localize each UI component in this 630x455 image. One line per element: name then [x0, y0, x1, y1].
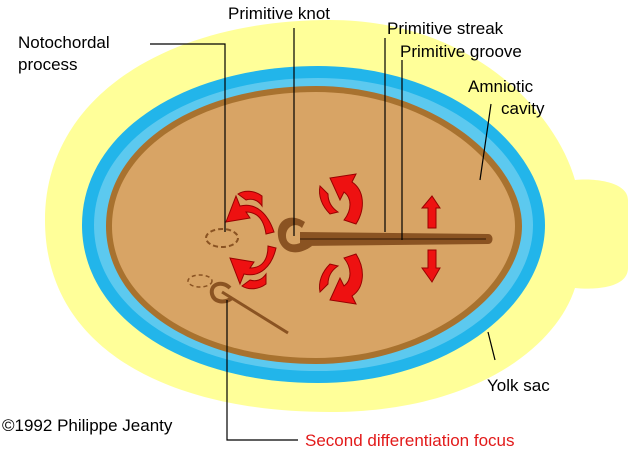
second-knot [209, 281, 234, 304]
label-amniotic-line1: Amniotic [468, 77, 534, 96]
leader-yolk-sac [487, 331, 496, 361]
label-yolk-sac: Yolk sac [487, 376, 550, 395]
notochordal-process-shape [205, 228, 239, 248]
label-notochordal-line1: Notochordal [18, 33, 110, 52]
label-amniotic-line2: cavity [501, 99, 545, 118]
leader-lines [150, 28, 496, 441]
second-streak [221, 290, 289, 335]
arrow-upper-middle-2 [319, 184, 340, 215]
arrow-lower-right [421, 249, 441, 283]
arrow-lower-middle-2 [319, 263, 340, 294]
arrow-upper-left-2 [237, 190, 263, 208]
label-primitive-groove: Primitive groove [400, 42, 522, 61]
second-notochordal-shape [187, 274, 213, 288]
arrow-upper-right [420, 195, 441, 229]
arrow-lower-left-1 [229, 245, 277, 286]
label-notochordal-line2: process [18, 55, 78, 74]
arrow-upper-left-1 [225, 194, 275, 235]
leader-notochordal [150, 43, 226, 232]
arrow-lower-middle [329, 253, 363, 305]
label-second-differentiation-focus: Second differentiation focus [305, 431, 515, 450]
label-primitive-streak: Primitive streak [387, 19, 504, 38]
label-copyright: ©1992 Philippe Jeanty [2, 416, 173, 435]
leader-second-focus [226, 300, 298, 441]
leader-amniotic [479, 103, 492, 181]
arrow-upper-middle [329, 173, 363, 225]
migration-arrows [225, 173, 441, 305]
label-primitive-knot: Primitive knot [228, 4, 331, 23]
arrow-lower-left-2 [241, 272, 267, 290]
primitive-knot [277, 217, 312, 253]
